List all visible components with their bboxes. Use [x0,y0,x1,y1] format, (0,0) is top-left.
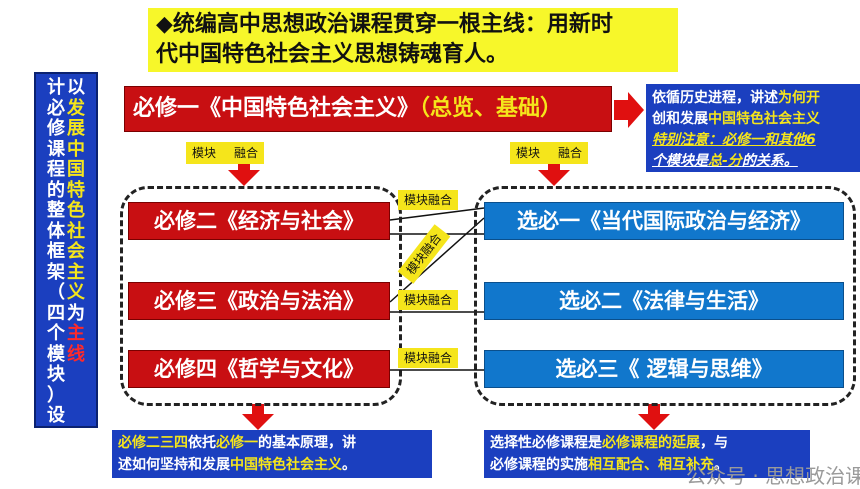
fusion-tag-1: 模块融合 [398,190,459,210]
side-char: （ [47,282,65,303]
note-text: 的关系。 [741,153,798,169]
side-char: 发 [67,97,85,119]
side-char: 会 [67,241,85,262]
headline-line-1: ◆统编高中思想政治课程贯穿一根主线：用新时 [156,12,613,37]
link-line-r2-e1 [389,207,485,221]
arrow-down-right [538,160,570,186]
side-char: 义 [67,282,85,303]
side-char: 程 [47,159,65,180]
module-fusion-left: 模块 融合 [186,142,265,164]
fusion-label: 融合 [234,146,259,160]
side-char: 架 [47,261,65,283]
side-char: 国 [67,159,85,180]
module-label: 模块 [192,146,217,160]
note-top-line-3: 特别注意：必修一和其他6 [652,132,816,148]
side-char: 必 [47,97,65,119]
side-char: 个 [47,323,65,344]
arrow-down-bottom-left [242,404,274,430]
module-label: 模块 [516,146,541,160]
side-char: 框 [47,241,65,262]
side-label-col-1: 以 发 展 中 国 特 色 社 会 主 义 为 主 线 [67,77,85,426]
link-line-r3-e1 [389,217,485,303]
note-br-line-2: 必修课程的实施相互配合、相互补充。 [490,454,804,476]
side-char: 模 [47,343,65,365]
side-char: 体 [47,220,65,242]
note-highlight: 相互配合、相互补充 [588,457,714,473]
side-char: 课 [47,138,65,160]
side-char: 四 [47,302,65,324]
note-top-line-4: 个模块是总-分的关系。 [652,151,854,172]
note-highlight: 必修课程的延展 [602,435,700,451]
side-char: 整 [47,200,65,221]
note-text: 述如何坚持和发展 [118,457,230,473]
side-char: 中 [67,138,85,160]
note-highlight: 中国特色社会主义 [230,457,342,473]
required-course-4: 必修四《哲学与文化》 [128,350,390,388]
note-highlight: 中国特色社会主义 [708,111,820,127]
required-course-3: 必修三《政治与法治》 [128,282,390,320]
side-label: 以 发 展 中 国 特 色 社 会 主 义 为 主 线 计 必 修 课 程 的 … [34,72,98,428]
side-char: 以 [67,77,85,98]
module-fusion-right: 模块 融合 [510,142,589,164]
side-char: 主 [67,323,85,344]
arrow-down-left [228,160,260,186]
side-char: 为 [67,302,85,324]
note-bottom-right: 选择性必修课程是必修课程的延展，与 必修课程的实施相互配合、相互补充。 [484,430,810,478]
required-course-1-box: 必修一《中国特色社会主义》（总览、基础） [124,86,612,132]
required-course-2: 必修二《经济与社会》 [128,202,390,240]
headline: ◆统编高中思想政治课程贯穿一根主线：用新时 代中国特色社会主义思想铸魂育人。 [148,8,678,72]
arrow-down-bottom-right [638,404,670,430]
note-bottom-left: 必修二三四依托必修一的基本原理，讲 述如何坚持和发展中国特色社会主义。 [112,430,432,478]
note-text: 依循历史进程，讲述 [652,90,778,106]
elective-course-3: 选必三《 逻辑与思维》 [484,350,844,388]
required-course-1-note: （总览、基础） [419,96,563,121]
note-highlight: 总-分 [708,153,742,169]
elective-group-frame [474,186,856,406]
note-text: ，与 [700,435,728,451]
note-top-right: 依循历史进程，讲述为何开 创和发展中国特色社会主义 特别注意：必修一和其他6 个… [646,84,860,172]
side-char: 展 [67,118,85,139]
side-char: 修 [47,118,65,139]
side-char: 色 [67,200,85,221]
note-text: 个模块是 [652,153,708,169]
note-highlight: 为何开 [778,90,820,106]
note-text: 必修课程的实施 [490,457,588,473]
note-text: 选择性必修课程是 [490,435,602,451]
fusion-label: 融合 [558,146,583,160]
arrow-right-to-note [614,92,644,128]
fusion-tag-2: 模块融合 [398,290,459,310]
note-br-line-1: 选择性必修课程是必修课程的延展，与 [490,432,804,454]
side-char: 主 [67,261,85,283]
side-char: 线 [67,343,85,365]
headline-line-2: 代中国特色社会主义思想铸魂育人。 [156,42,509,67]
side-char: 设 [47,405,65,426]
elective-course-2: 选必二《法律与生活》 [484,282,844,320]
watermark: 公众号 · 思想政治课 [686,464,860,488]
side-char: 社 [67,220,85,242]
note-top-line-2: 创和发展中国特色社会主义 [652,109,854,130]
note-highlight: 必修一 [216,435,258,451]
note-bl-line-2: 述如何坚持和发展中国特色社会主义。 [118,454,426,476]
side-char: ） [47,384,65,406]
side-char: 计 [47,77,65,98]
elective-course-1: 选必一《当代国际政治与经济》 [484,202,844,240]
side-char: 的 [47,179,65,201]
fusion-tag-3: 模块融合 [398,348,459,368]
note-bl-line-1: 必修二三四依托必修一的基本原理，讲 [118,432,426,454]
note-text: 依托 [188,435,216,451]
note-text: 的基本原理，讲 [258,435,356,451]
note-top-line-1: 依循历史进程，讲述为何开 [652,88,854,109]
side-char: 特 [67,179,85,201]
note-text: 创和发展 [652,111,708,127]
side-char: 块 [47,364,65,385]
note-text: 。 [714,457,728,473]
required-course-1-name: 必修一《中国特色社会主义》 [133,96,420,121]
side-label-col-2: 计 必 修 课 程 的 整 体 框 架 （ 四 个 模 块 ） 设 [47,77,65,426]
note-highlight: 必修二三四 [118,435,188,451]
note-text: 。 [342,457,356,473]
